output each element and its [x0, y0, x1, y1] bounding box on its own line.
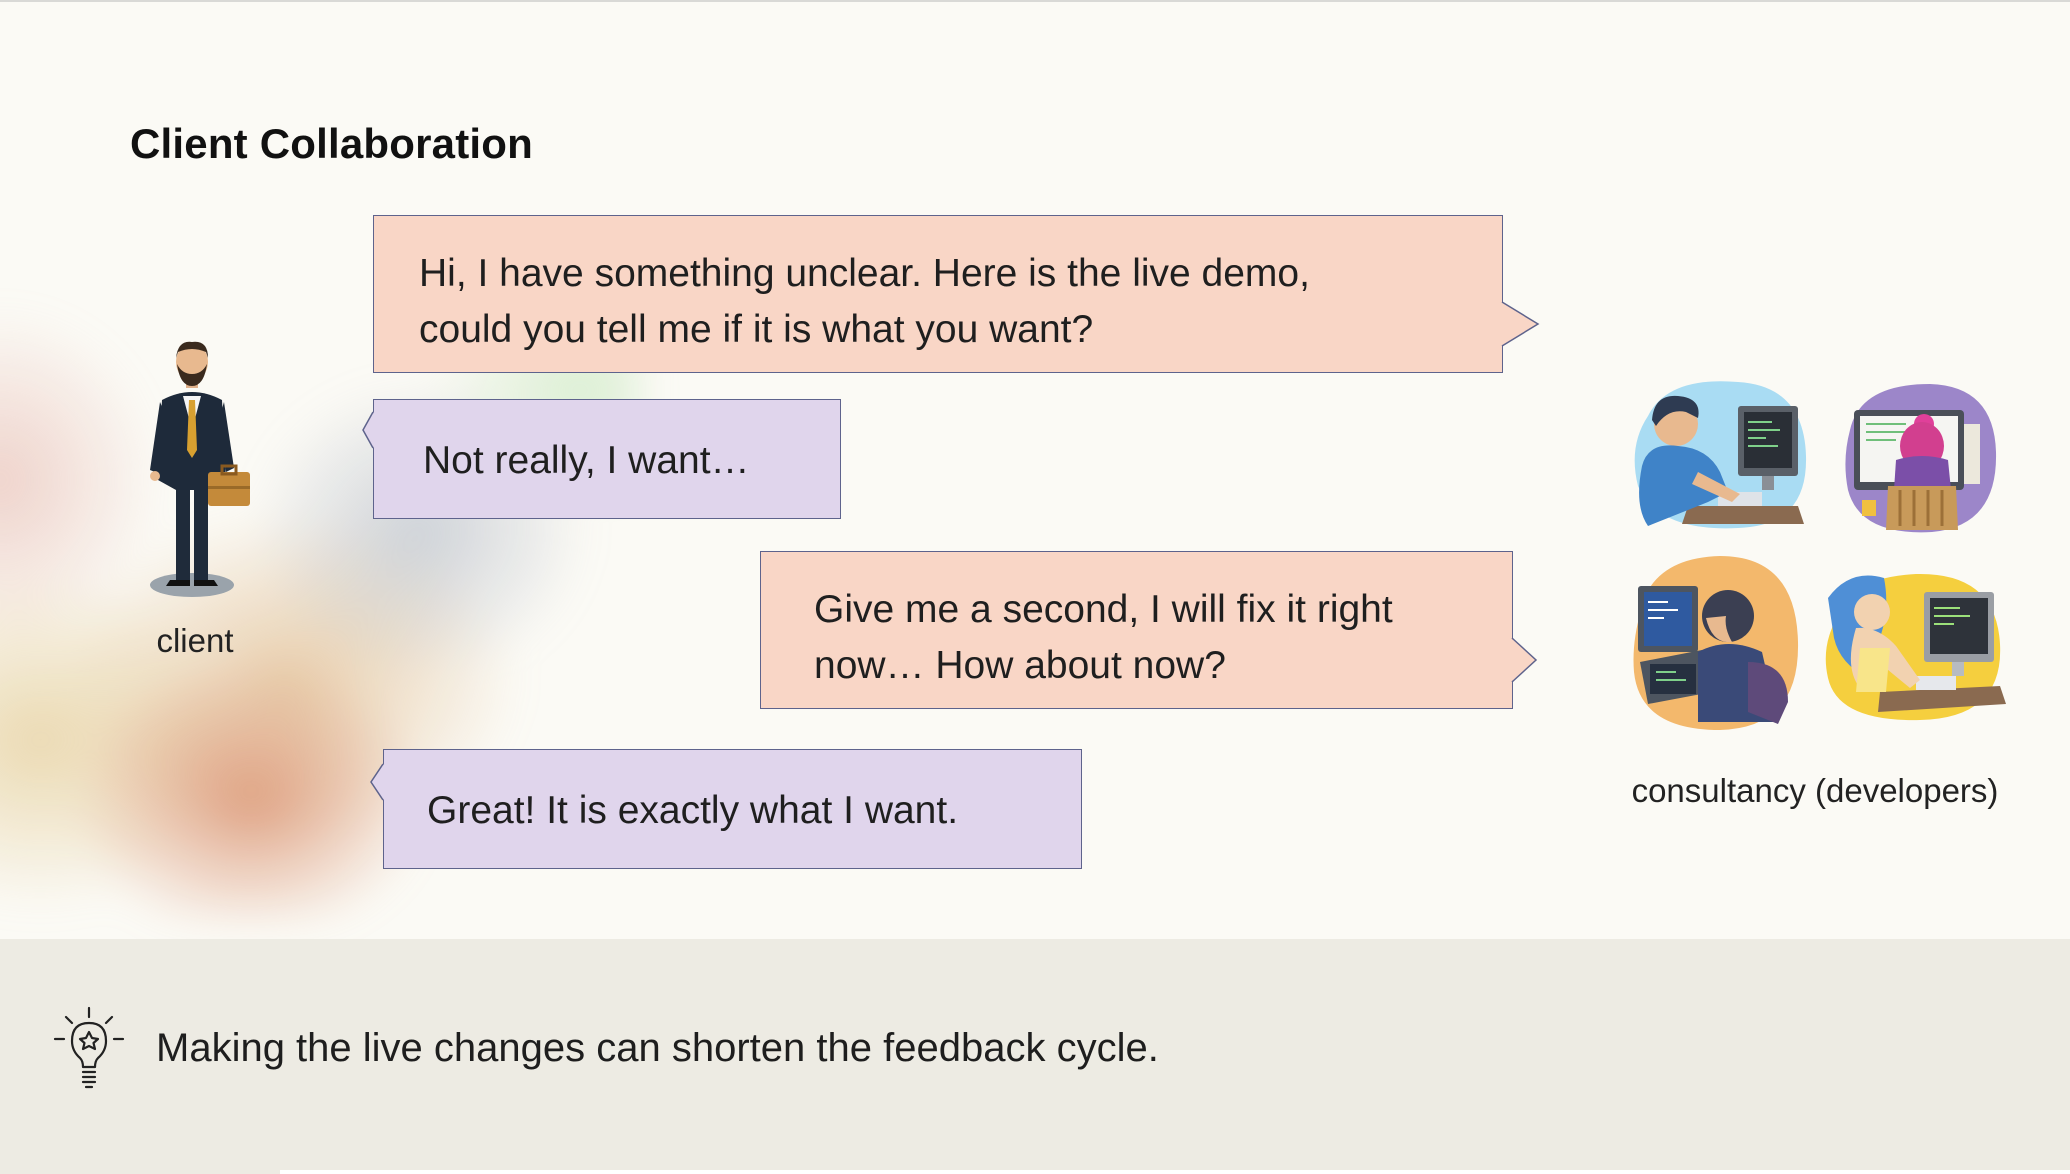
chat-bubble-client-1: Hi, I have something unclear. Here is th…	[373, 215, 1503, 373]
developer-yellow-icon	[1825, 573, 2006, 721]
top-divider	[0, 0, 2070, 2]
chat-bubble-consultancy-1: Not really, I want…	[373, 399, 841, 519]
developer-blue-icon	[1634, 381, 1807, 529]
developer-purple-icon	[1845, 384, 1997, 533]
footer-tip-bar	[0, 939, 2070, 1174]
footer-tip-text: Making the live changes can shorten the …	[156, 1026, 1159, 1070]
chat-bubble-consultancy-2: Great! It is exactly what I want.	[383, 749, 1082, 869]
bubble-tail-right	[1511, 637, 1538, 683]
footer-divider	[280, 1170, 2070, 1174]
message-text: Hi, I have something unclear. Here is th…	[419, 252, 1310, 295]
slide-title: Client Collaboration	[130, 120, 533, 167]
bubble-tail-left	[370, 763, 384, 801]
consultancy-label: consultancy (developers)	[1631, 772, 1999, 809]
client-label: client	[156, 622, 234, 659]
message-text: Great! It is exactly what I want.	[427, 789, 959, 832]
message-text: could you tell me if it is what you want…	[419, 308, 1094, 351]
chat-bubble-client-2: Give me a second, I will fix it right no…	[760, 551, 1513, 709]
message-text: Give me a second, I will fix it right	[814, 588, 1393, 631]
lightbulb-star-icon	[53, 1006, 125, 1089]
bubble-tail-right	[1501, 301, 1540, 347]
businessman-icon	[150, 341, 250, 597]
client-illustration	[140, 340, 250, 600]
bubble-tail-left	[362, 411, 374, 449]
message-text: Not really, I want…	[423, 439, 750, 482]
developer-orange-icon	[1633, 556, 1799, 730]
message-text: now… How about now?	[814, 644, 1226, 687]
